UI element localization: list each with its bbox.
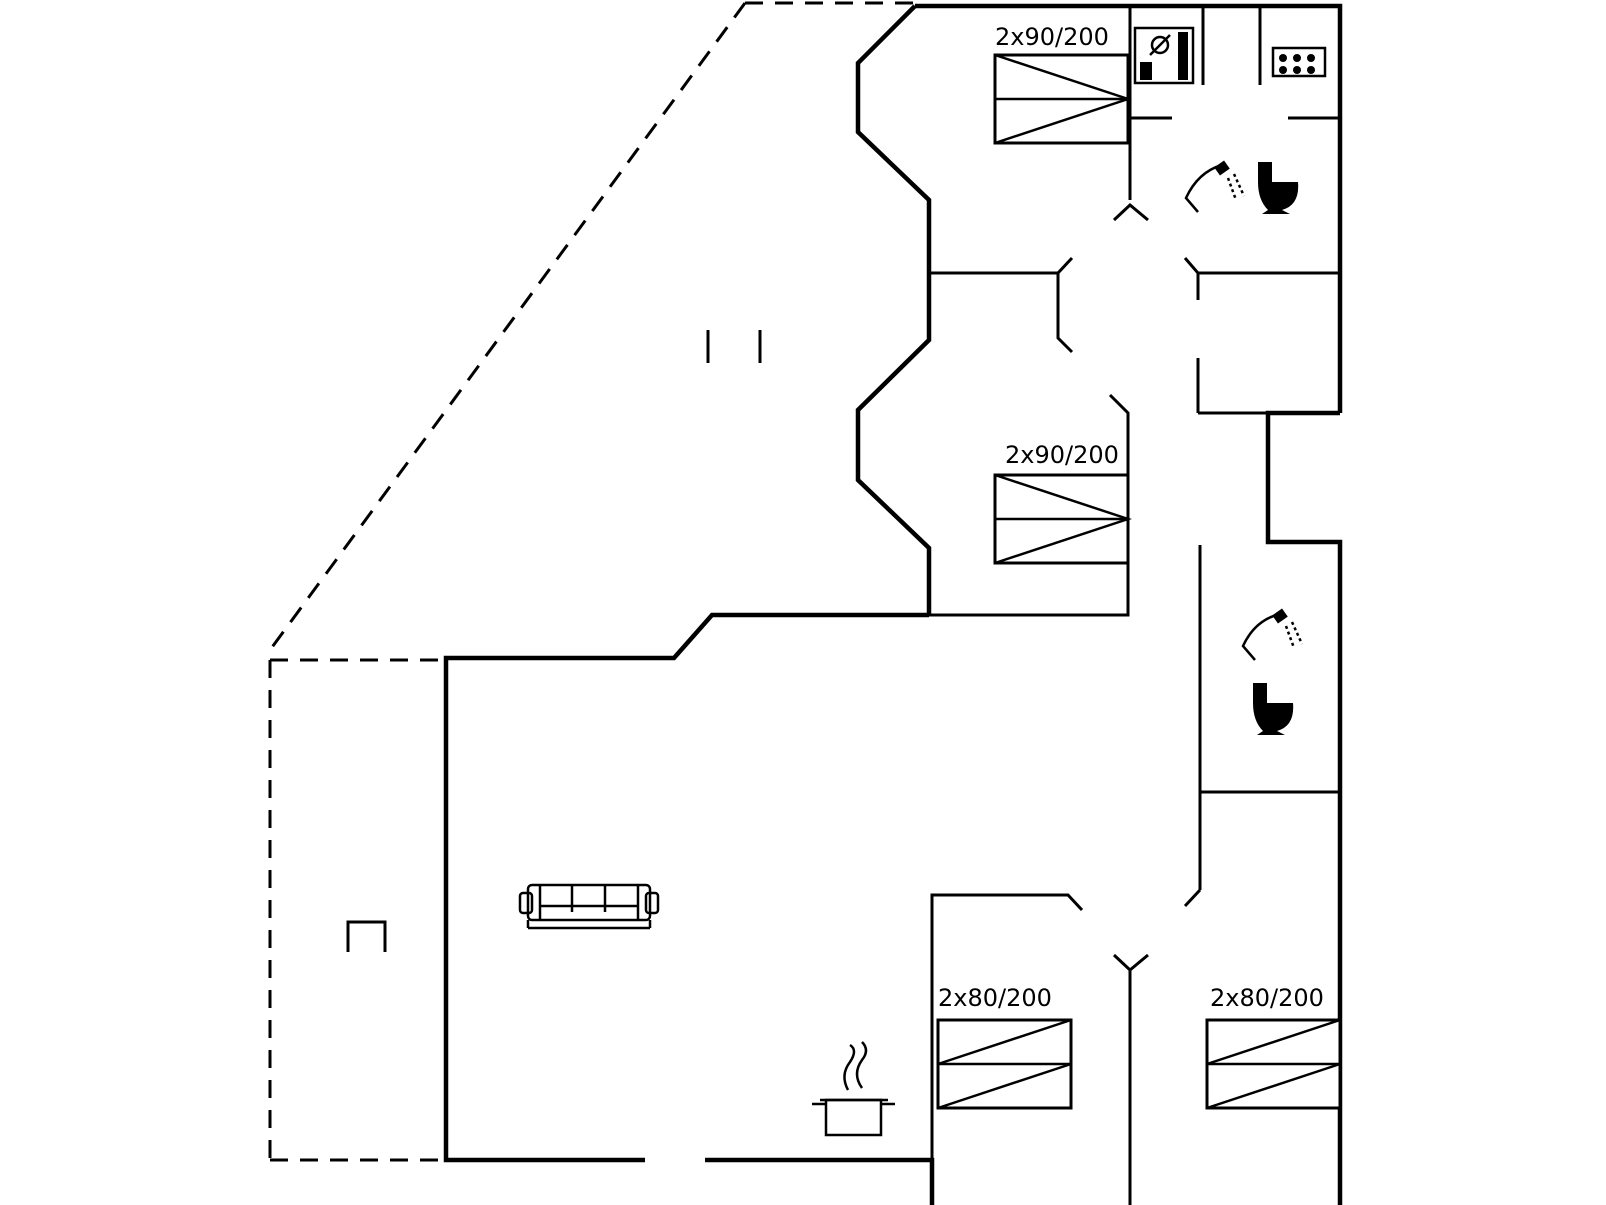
- bed-middle: [993, 473, 1132, 565]
- bed-lower-left: [936, 1018, 1073, 1110]
- sofa-icon: [518, 883, 660, 930]
- washing-machine-icon: [1133, 26, 1195, 85]
- shower-icon: [1241, 608, 1304, 661]
- bed-size-label-lower-left: 2x80/200: [938, 984, 1052, 1012]
- interior-walls: [929, 6, 1340, 1205]
- kitchenette-icon: [1271, 46, 1327, 78]
- bed-size-label-middle: 2x90/200: [1005, 441, 1119, 469]
- cooking-pot-icon: [812, 1041, 895, 1137]
- bed-upper: [993, 53, 1132, 145]
- terrace-marks: [706, 330, 762, 363]
- bed-size-label-lower-right: 2x80/200: [1210, 984, 1324, 1012]
- shower-icon: [1184, 160, 1246, 213]
- bed-size-label-upper: 2x90/200: [995, 23, 1109, 51]
- exterior-walls: [443, 3, 1343, 1205]
- terrace-outline: [268, 1, 915, 1162]
- toilet-icon: [1258, 162, 1299, 214]
- toilet-icon: [1253, 683, 1294, 735]
- outdoor-grill-icon: [346, 920, 387, 952]
- bed-lower-right: [1205, 1018, 1342, 1110]
